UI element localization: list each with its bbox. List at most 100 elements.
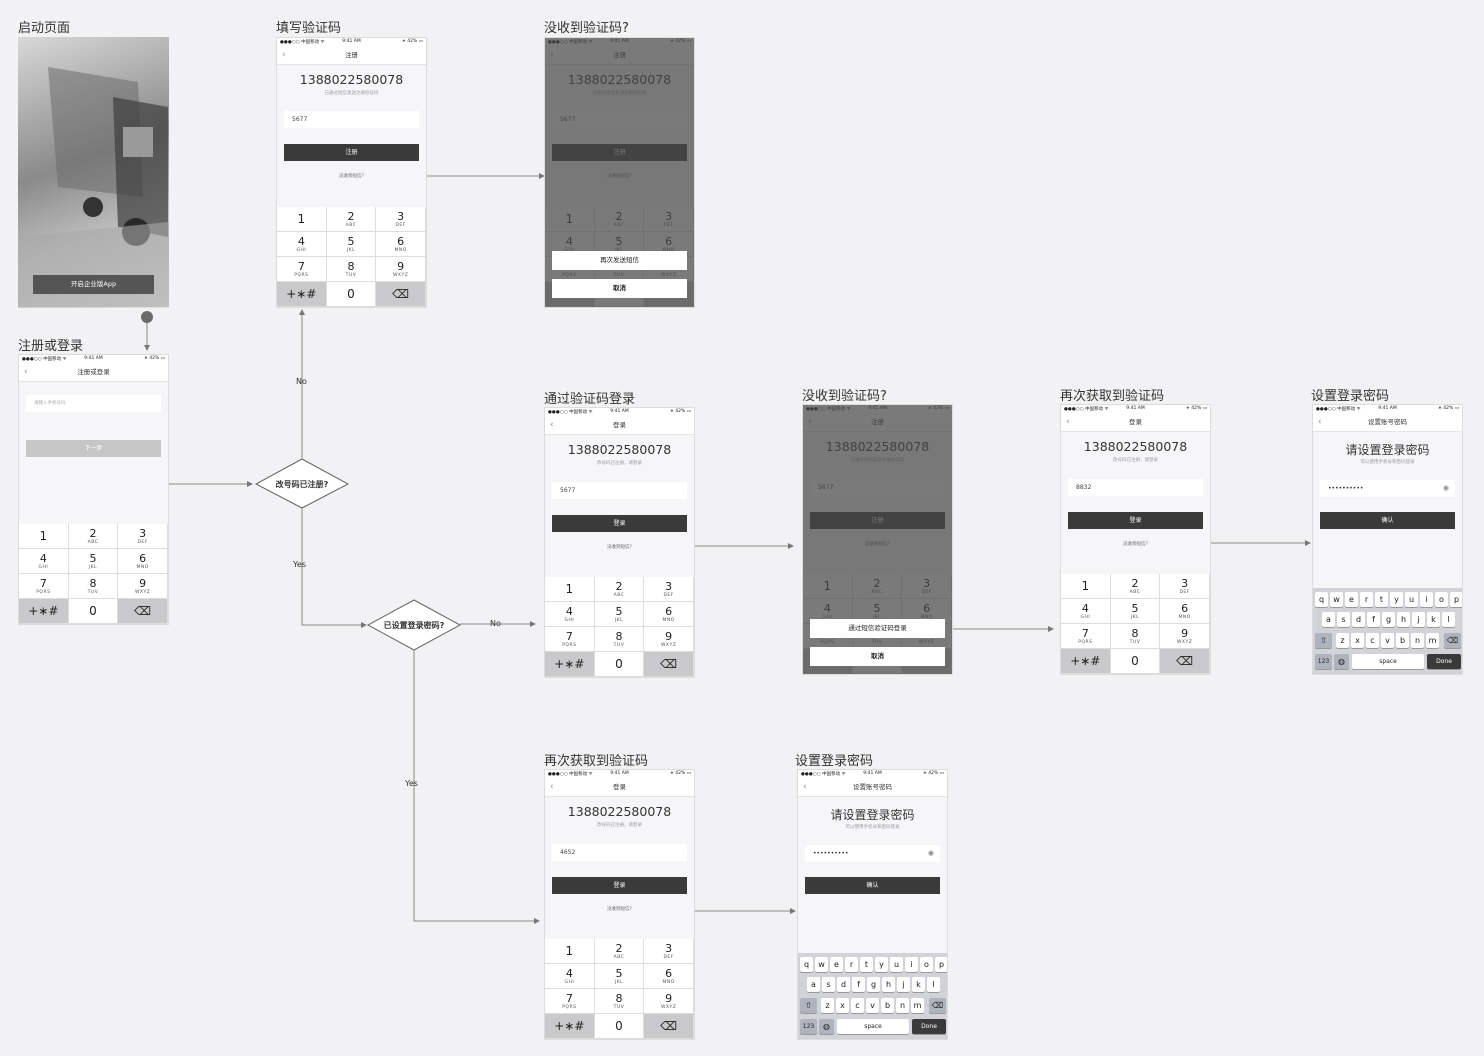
back-icon[interactable]: ‹ — [550, 782, 554, 792]
backspace-key[interactable]: ⌫ — [929, 998, 946, 1013]
back-icon[interactable]: ‹ — [550, 420, 554, 430]
key-symbols[interactable]: +∗# — [19, 599, 69, 624]
key-l[interactable]: l — [927, 977, 940, 992]
key-b[interactable]: b — [1396, 633, 1409, 648]
backspace-key[interactable]: ⌫ — [1444, 633, 1461, 648]
key-u[interactable]: u — [1405, 592, 1418, 607]
key-b[interactable]: b — [881, 998, 894, 1013]
login-button[interactable]: 登录 — [552, 515, 687, 532]
key-s[interactable]: s — [822, 977, 835, 992]
password-field[interactable]: ••••••••••◉ — [1320, 480, 1455, 497]
key-j[interactable]: j — [897, 977, 910, 992]
key-f[interactable]: f — [1367, 612, 1380, 627]
sms-login-button[interactable]: 通过短信验证码登录 — [810, 619, 945, 638]
key-backspace[interactable]: ⌫ — [376, 282, 426, 307]
no-sms-link[interactable]: 没收到短信? — [339, 174, 364, 179]
key-w[interactable]: w — [1330, 592, 1343, 607]
key-c[interactable]: c — [1366, 633, 1379, 648]
key-symbols[interactable]: +∗# — [545, 652, 595, 677]
key-z[interactable]: z — [821, 998, 834, 1013]
key-1[interactable]: 1 — [1061, 574, 1111, 599]
key-y[interactable]: y — [1390, 592, 1403, 607]
key-n[interactable]: n — [896, 998, 909, 1013]
key-i[interactable]: i — [1420, 592, 1433, 607]
key-0[interactable]: 0 — [594, 652, 645, 677]
key-t[interactable]: t — [860, 957, 873, 972]
key-backspace[interactable]: ⌫ — [118, 599, 168, 624]
key-symbols[interactable]: +∗# — [1061, 649, 1111, 674]
shift-key[interactable]: ⇧ — [800, 998, 817, 1013]
key-h[interactable]: h — [1397, 612, 1410, 627]
back-icon[interactable]: ‹ — [1066, 417, 1070, 427]
key-m[interactable]: m — [1426, 633, 1439, 648]
key-a[interactable]: a — [807, 977, 820, 992]
code-input[interactable]: 5677 — [552, 482, 687, 499]
done-key[interactable]: Done — [912, 1019, 946, 1034]
key-1[interactable]: 1 — [545, 939, 595, 964]
key-z[interactable]: z — [1336, 633, 1349, 648]
key-x[interactable]: x — [1351, 633, 1364, 648]
next-button[interactable]: 下一步 — [26, 440, 161, 457]
back-icon[interactable]: ‹ — [282, 50, 286, 60]
key-0[interactable]: 0 — [68, 599, 119, 624]
password-field[interactable]: ••••••••••◉ — [805, 845, 940, 862]
key-f[interactable]: f — [852, 977, 865, 992]
numbers-key[interactable]: 123 — [800, 1019, 817, 1034]
code-input[interactable]: 4652 — [552, 844, 687, 861]
globe-icon[interactable]: ◍ — [819, 1019, 834, 1034]
space-key[interactable]: space — [1352, 654, 1424, 669]
key-o[interactable]: o — [1435, 592, 1448, 607]
key-backspace[interactable]: ⌫ — [1160, 649, 1210, 674]
key-p[interactable]: p — [935, 957, 947, 972]
key-v[interactable]: v — [866, 998, 879, 1013]
key-g[interactable]: g — [867, 977, 880, 992]
back-icon[interactable]: ‹ — [24, 367, 28, 377]
key-e[interactable]: e — [830, 957, 843, 972]
confirm-button[interactable]: 确认 — [805, 877, 940, 894]
key-r[interactable]: r — [1360, 592, 1373, 607]
key-backspace[interactable]: ⌫ — [644, 1014, 694, 1039]
key-1[interactable]: 1 — [277, 207, 327, 232]
register-button[interactable]: 注册 — [284, 144, 419, 161]
phone-input[interactable]: 请输入手机号码 — [26, 395, 161, 412]
key-x[interactable]: x — [836, 998, 849, 1013]
key-r[interactable]: r — [845, 957, 858, 972]
key-l[interactable]: l — [1442, 612, 1455, 627]
key-w[interactable]: w — [815, 957, 828, 972]
key-0[interactable]: 0 — [1110, 649, 1161, 674]
key-e[interactable]: e — [1345, 592, 1358, 607]
key-o[interactable]: o — [920, 957, 933, 972]
key-a[interactable]: a — [1322, 612, 1335, 627]
key-h[interactable]: h — [882, 977, 895, 992]
login-button[interactable]: 登录 — [552, 877, 687, 894]
login-button[interactable]: 登录 — [1068, 512, 1203, 529]
key-1[interactable]: 1 — [19, 524, 69, 549]
globe-icon[interactable]: ◍ — [1334, 654, 1349, 669]
